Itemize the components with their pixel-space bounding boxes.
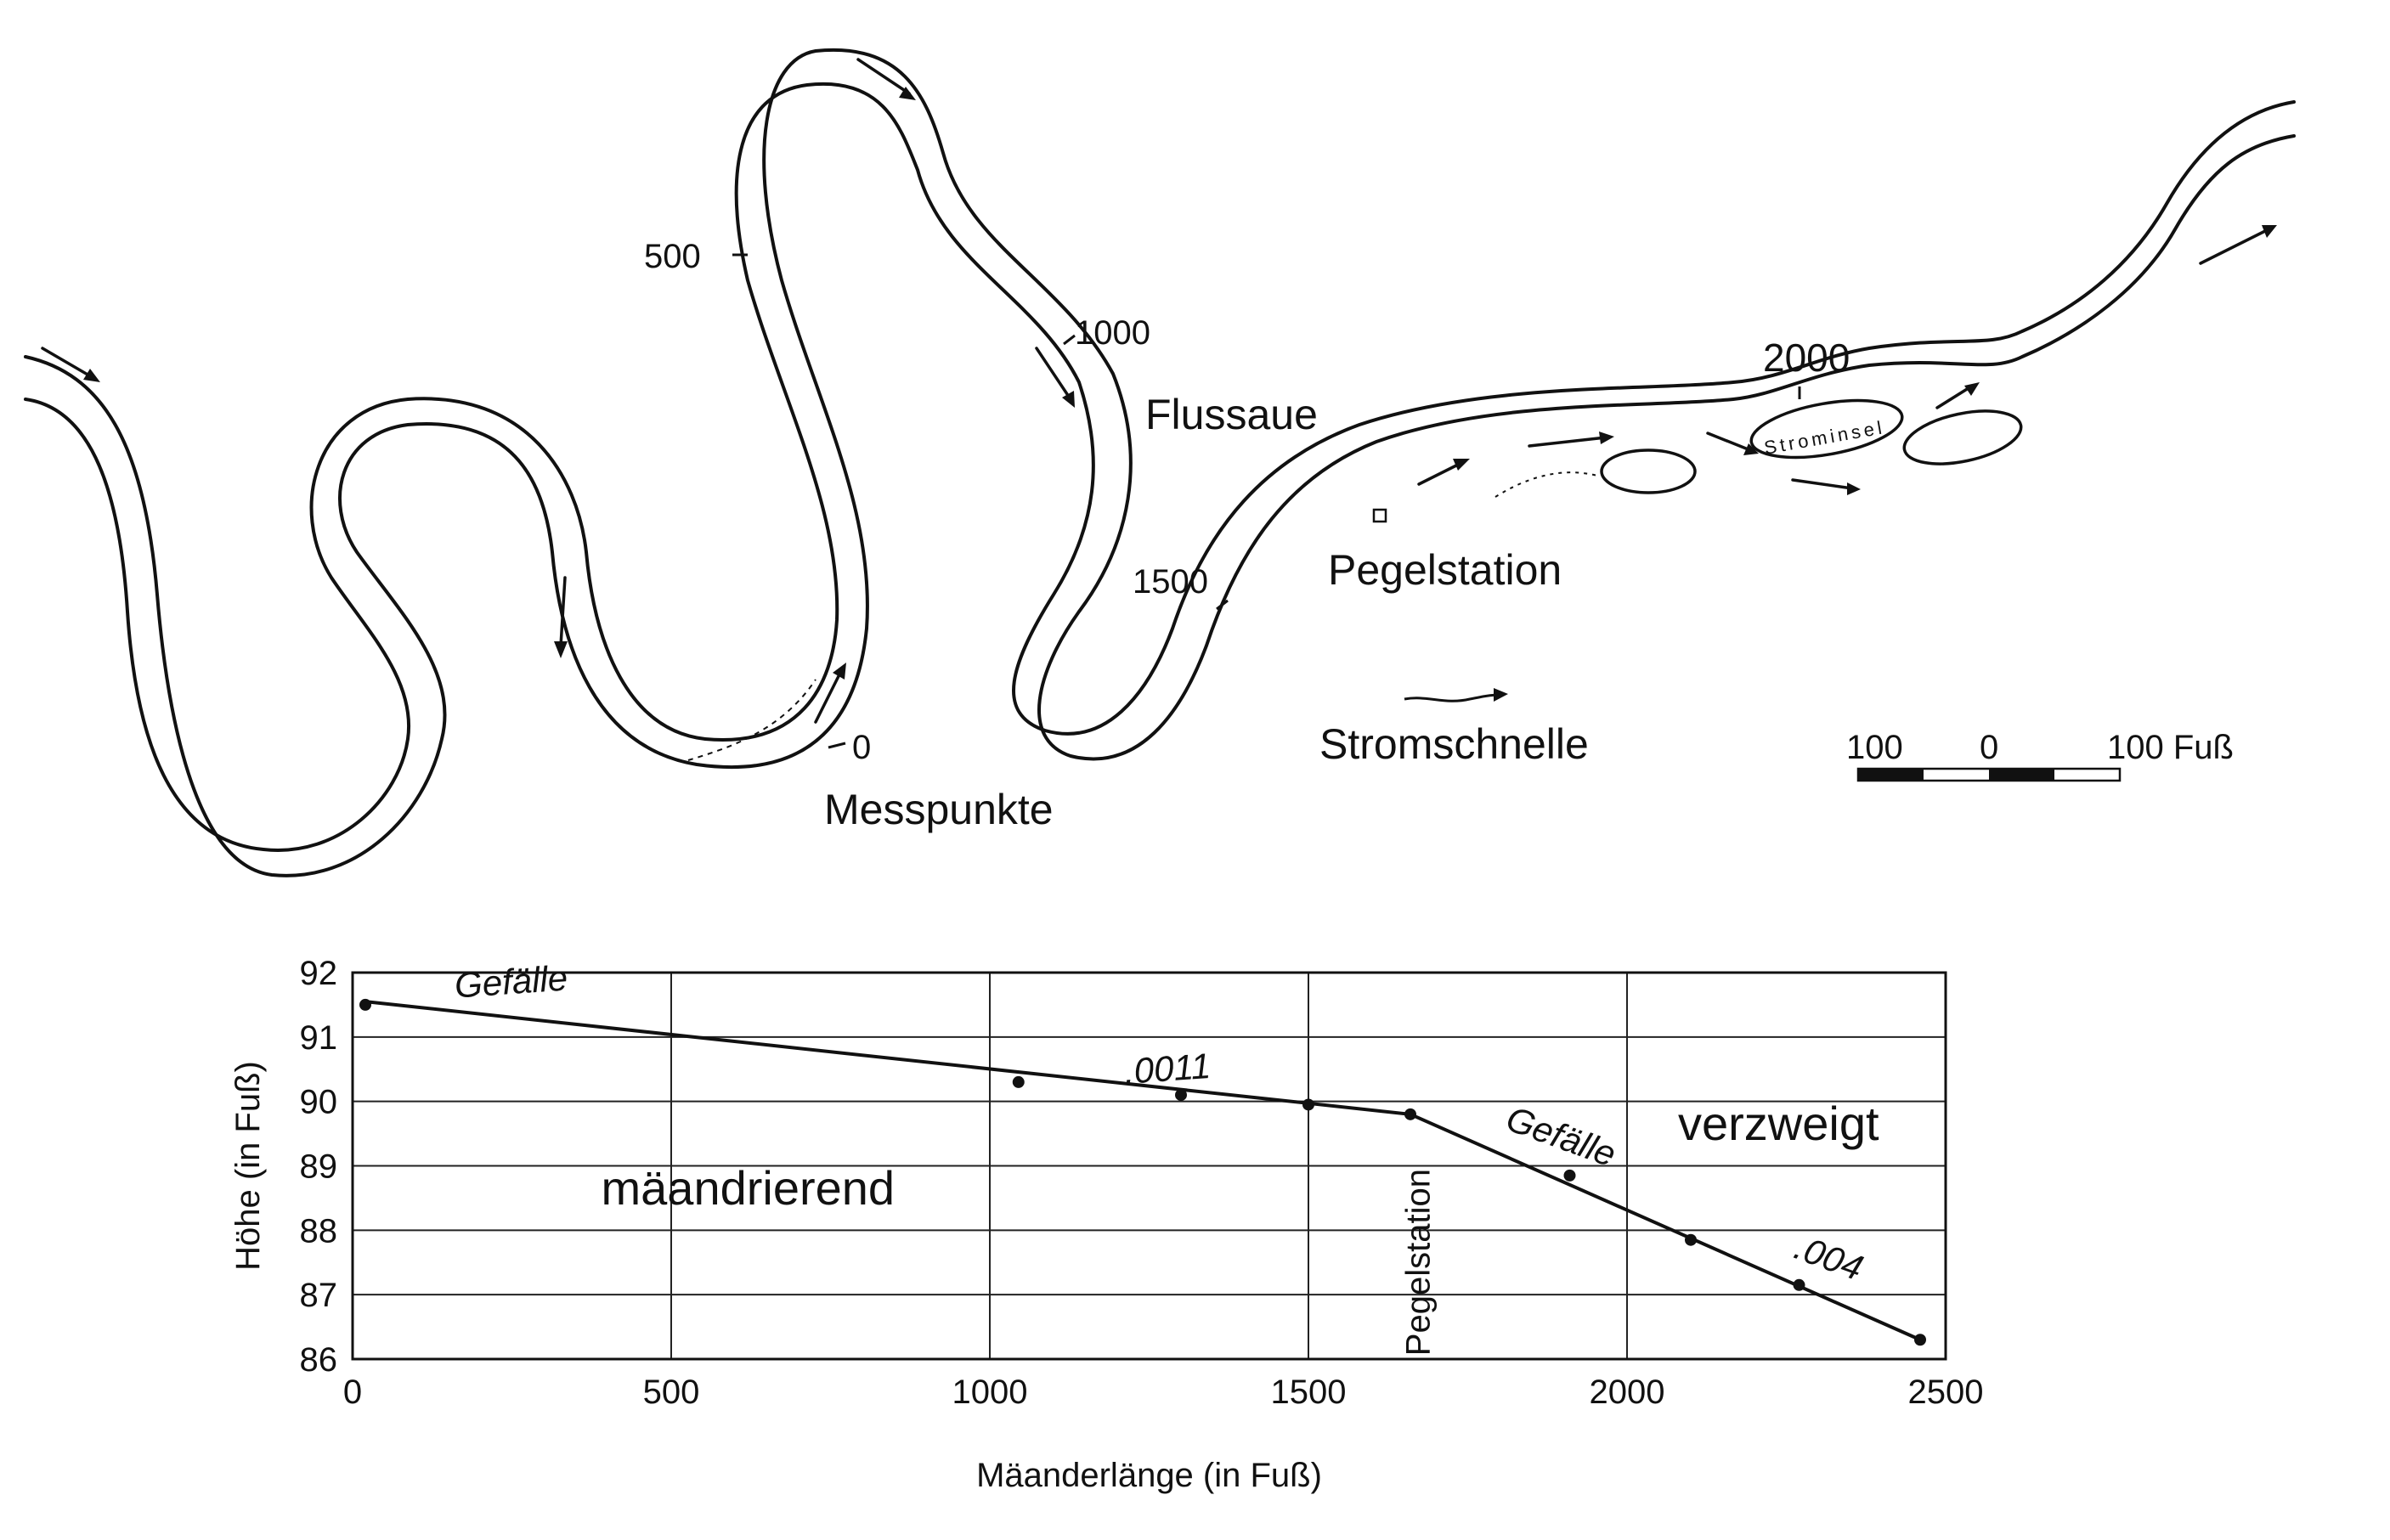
scale-label-center: 0 xyxy=(1980,729,1998,766)
plot-frame xyxy=(351,971,1947,1361)
measure-points-label: Messpunkte xyxy=(824,786,1054,833)
current-label: Strominsel xyxy=(1762,416,1886,459)
flow-arrow xyxy=(1706,432,1752,452)
marker-tick-0 xyxy=(828,742,846,749)
y-tick-label: 87 xyxy=(300,1277,338,1314)
x-tick-label: 2500 xyxy=(1908,1374,1984,1411)
measurement-point xyxy=(1404,1108,1416,1120)
scale-bar-segment xyxy=(1989,769,2054,781)
arrowhead xyxy=(1599,432,1614,444)
y-tick-label: 88 xyxy=(300,1212,338,1249)
flow-arrow xyxy=(1035,347,1072,401)
river-island-3 xyxy=(1902,409,2023,465)
rapids-label: Stromschnelle xyxy=(1319,720,1589,768)
scale-bar-segment xyxy=(1858,769,1924,781)
marker-tick-1500 xyxy=(1216,599,1229,611)
arrowhead xyxy=(1847,482,1861,495)
gauge-station-symbol xyxy=(1372,508,1387,523)
rapids-legend-line xyxy=(1404,693,1500,702)
flow-arrow xyxy=(2199,228,2270,265)
scale-bar: 100 0 100 Fuß xyxy=(1846,729,2234,782)
slope-value-braided: .004 xyxy=(1789,1227,1868,1288)
arrowhead xyxy=(1743,443,1759,455)
x-axis-title: Mäanderlänge (in Fuß) xyxy=(976,1457,1322,1494)
y-tick-label: 91 xyxy=(300,1019,338,1057)
river-island-2 xyxy=(1749,398,1904,460)
measurement-point xyxy=(1563,1169,1576,1182)
river-bank-outer xyxy=(24,48,2296,877)
elevation-profile-chart: 0 500 1000 1500 2000 2500 92 91 90 89 88 87 86 Mäan… xyxy=(229,955,1983,1494)
floodplain-label: Flussaue xyxy=(1145,391,1318,438)
arrowhead xyxy=(899,87,916,100)
region-label-meandering: mäandrierend xyxy=(602,1161,896,1215)
marker-tick-1000 xyxy=(1063,334,1076,346)
point-bar xyxy=(687,679,816,761)
measurement-point xyxy=(1914,1334,1926,1346)
arrowhead xyxy=(83,369,100,382)
flow-arrow xyxy=(814,669,843,724)
river-map: 0 500 1000 1500 2000 Flussaue Pegelstati… xyxy=(24,48,2296,877)
region-label-braided: verzweigt xyxy=(1678,1097,1879,1150)
x-tick-labels: 0 500 1000 1500 2000 2500 xyxy=(343,1374,1984,1411)
river-island-1 xyxy=(1600,448,1697,494)
flow-arrow xyxy=(1528,436,1607,448)
measurement-point xyxy=(1793,1278,1805,1291)
gauge-station-label: Pegelstation xyxy=(1328,546,1562,594)
flow-arrow xyxy=(1935,385,1973,409)
flow-arrows xyxy=(41,58,2277,724)
y-tick-label: 92 xyxy=(300,955,338,992)
measurement-point xyxy=(1685,1233,1697,1246)
y-tick-label: 90 xyxy=(300,1084,338,1121)
y-tick-label: 86 xyxy=(300,1341,338,1379)
measurement-point xyxy=(1175,1089,1187,1102)
x-tick-label: 0 xyxy=(343,1374,362,1411)
x-tick-label: 2000 xyxy=(1590,1374,1665,1411)
river-bank-inner xyxy=(24,82,2296,852)
flow-arrow xyxy=(41,347,95,380)
marker-1500: 1500 xyxy=(1133,563,1208,601)
point-bar-2 xyxy=(1494,471,1598,498)
x-tick-label: 500 xyxy=(643,1374,700,1411)
y-tick-label: 89 xyxy=(300,1148,338,1186)
gauge-station-axis-label: Pegelstation xyxy=(1400,1169,1438,1356)
y-axis-title: Höhe (in Fuß) xyxy=(229,1061,267,1271)
marker-500: 500 xyxy=(644,238,701,275)
x-tick-label: 1000 xyxy=(952,1374,1028,1411)
scale-label-right: 100 Fuß xyxy=(2107,729,2234,766)
scale-label-left: 100 xyxy=(1846,729,1903,766)
grid-horizontal xyxy=(353,972,1946,1360)
arrowhead xyxy=(833,663,846,680)
slope-label-meandering: Gefälle xyxy=(453,957,568,1005)
x-tick-label: 1500 xyxy=(1271,1374,1347,1411)
marker-2000: 2000 xyxy=(1763,336,1850,380)
y-tick-labels: 92 91 90 89 88 87 86 xyxy=(300,955,338,1379)
rapids-legend-arrowhead xyxy=(1494,688,1508,702)
marker-0: 0 xyxy=(852,729,871,766)
arrowhead xyxy=(554,641,568,658)
flow-arrow xyxy=(1417,461,1463,486)
flow-arrow xyxy=(1791,478,1854,490)
measurement-points xyxy=(359,998,1926,1346)
slope-value-meandering: .0011 xyxy=(1122,1046,1212,1092)
arrowhead xyxy=(1453,459,1470,471)
measurement-point xyxy=(359,998,371,1011)
arrowhead xyxy=(2262,225,2277,238)
flow-arrow xyxy=(559,576,567,647)
arrowhead xyxy=(1062,391,1075,408)
measurement-point xyxy=(1302,1098,1314,1111)
measurement-point xyxy=(1012,1075,1025,1088)
arrowhead xyxy=(1964,382,1980,396)
flow-arrow xyxy=(856,58,911,95)
marker-1000: 1000 xyxy=(1075,314,1150,352)
